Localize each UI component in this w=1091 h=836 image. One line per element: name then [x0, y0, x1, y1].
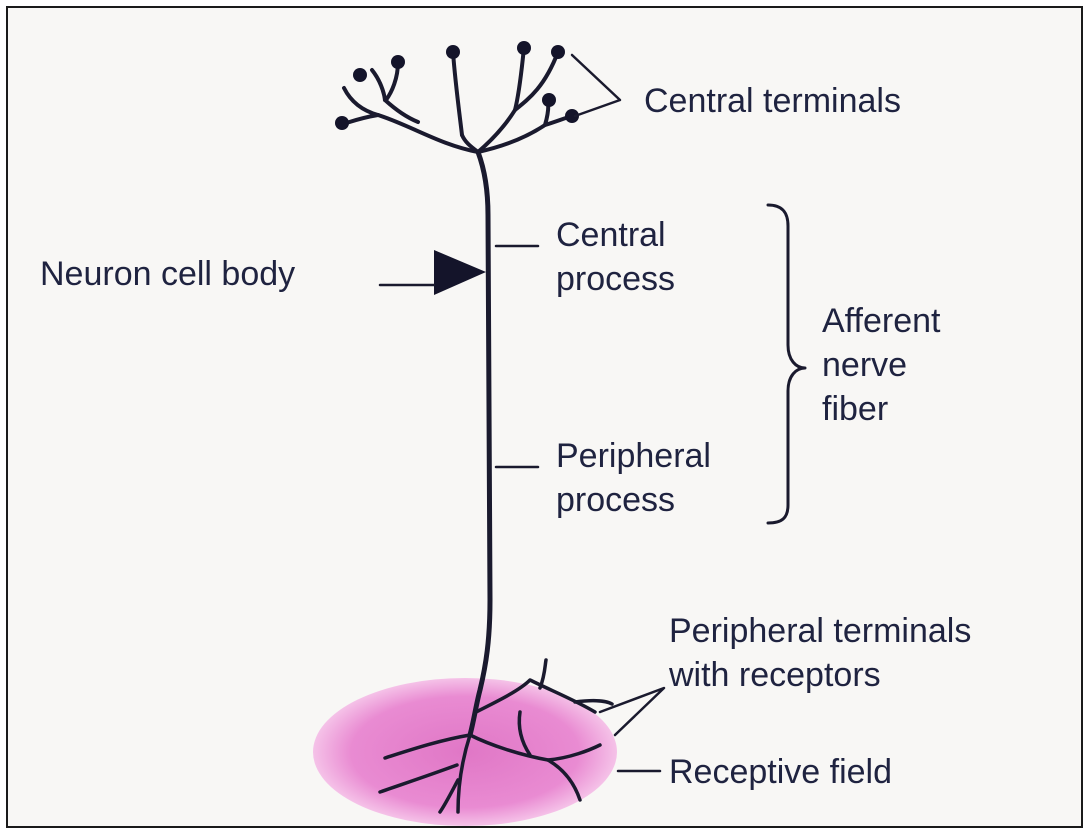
central-terminals-label: Central terminals — [644, 82, 901, 120]
afferent-label-line3: fiber — [822, 390, 888, 428]
central-terminals-pointer — [572, 55, 620, 116]
peripheral-terminals-label-line1: Peripheral terminals — [669, 612, 971, 650]
afferent-label-line1: Afferent — [822, 302, 941, 340]
central-terminals-tree — [343, 48, 572, 152]
peripheral-terminals-label-line2: with receptors — [668, 656, 881, 694]
afferent-fiber-brace — [768, 205, 805, 523]
neuron-cell-body-triangle — [434, 250, 486, 295]
peripheral-process-label-line2: process — [556, 481, 675, 519]
central-process-label-line2: process — [556, 260, 675, 298]
central-process-label-line1: Central — [556, 216, 666, 254]
peripheral-terminals-pointer — [600, 688, 664, 735]
peripheral-process-label-line1: Peripheral — [556, 437, 711, 475]
neuron-cell-body-label: Neuron cell body — [40, 255, 295, 293]
afferent-nerve-fiber-line — [470, 152, 490, 735]
receptive-field-label: Receptive field — [669, 753, 892, 791]
afferent-label-line2: nerve — [822, 346, 907, 384]
